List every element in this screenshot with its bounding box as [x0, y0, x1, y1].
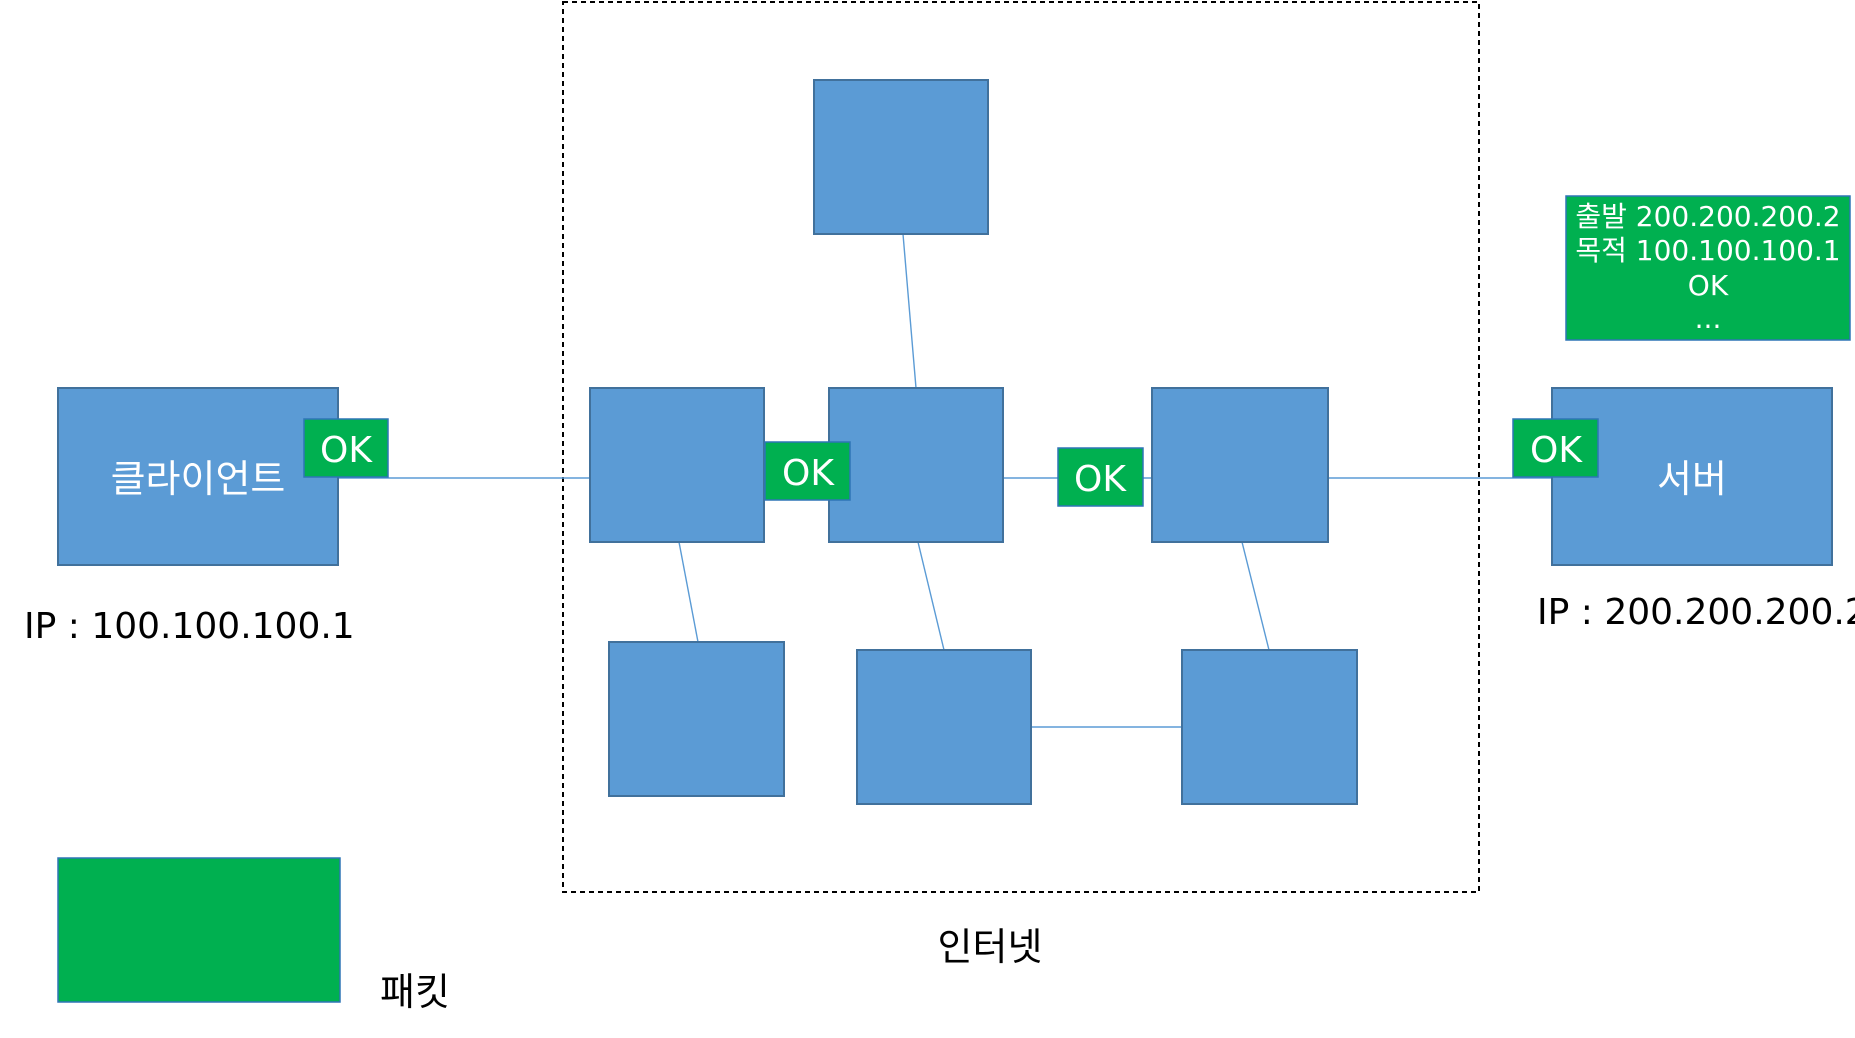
router2-packet: [1057, 447, 1144, 507]
link-left-bottomleft: [678, 541, 699, 643]
client-node: [57, 387, 339, 566]
client-label: 클라이언트: [111, 457, 286, 501]
link-top-center: [902, 233, 917, 389]
internet-boundary: [562, 1, 1480, 893]
link-right-bottomright: [1241, 541, 1270, 651]
router1-packet: [764, 441, 851, 501]
router2-packet-label: OK: [1074, 459, 1127, 500]
packet-detail-box: [1565, 195, 1851, 341]
client-packet: [303, 418, 389, 478]
packet-detail-ellipsis: ...: [1695, 302, 1722, 335]
link-center-bottommid: [917, 541, 945, 651]
router-top: [813, 79, 989, 235]
router-center: [828, 387, 1004, 543]
server-label: 서버: [1657, 457, 1727, 501]
router-bottom-mid: [856, 649, 1032, 805]
router-right: [1151, 387, 1329, 543]
packet-detail-destination: 목적 100.100.100.1: [1575, 234, 1840, 267]
router-bottom-left: [608, 641, 785, 797]
internet-label: 인터넷: [938, 925, 1043, 969]
packet-detail-payload: OK: [1688, 269, 1729, 302]
legend-packet-swatch: [57, 857, 341, 1003]
client-packet-label: OK: [320, 430, 373, 471]
server-packet: [1512, 418, 1599, 478]
server-ip: IP : 200.200.200.2: [1537, 592, 1855, 633]
router-bottom-right: [1181, 649, 1358, 805]
legend-packet-label: 패킷: [380, 970, 450, 1014]
server-packet-label: OK: [1530, 430, 1583, 471]
router1-packet-label: OK: [782, 453, 835, 494]
router-left: [589, 387, 765, 543]
packet-detail-source: 출발 200.200.200.2: [1575, 200, 1840, 233]
client-ip: IP : 100.100.100.1: [24, 606, 355, 647]
